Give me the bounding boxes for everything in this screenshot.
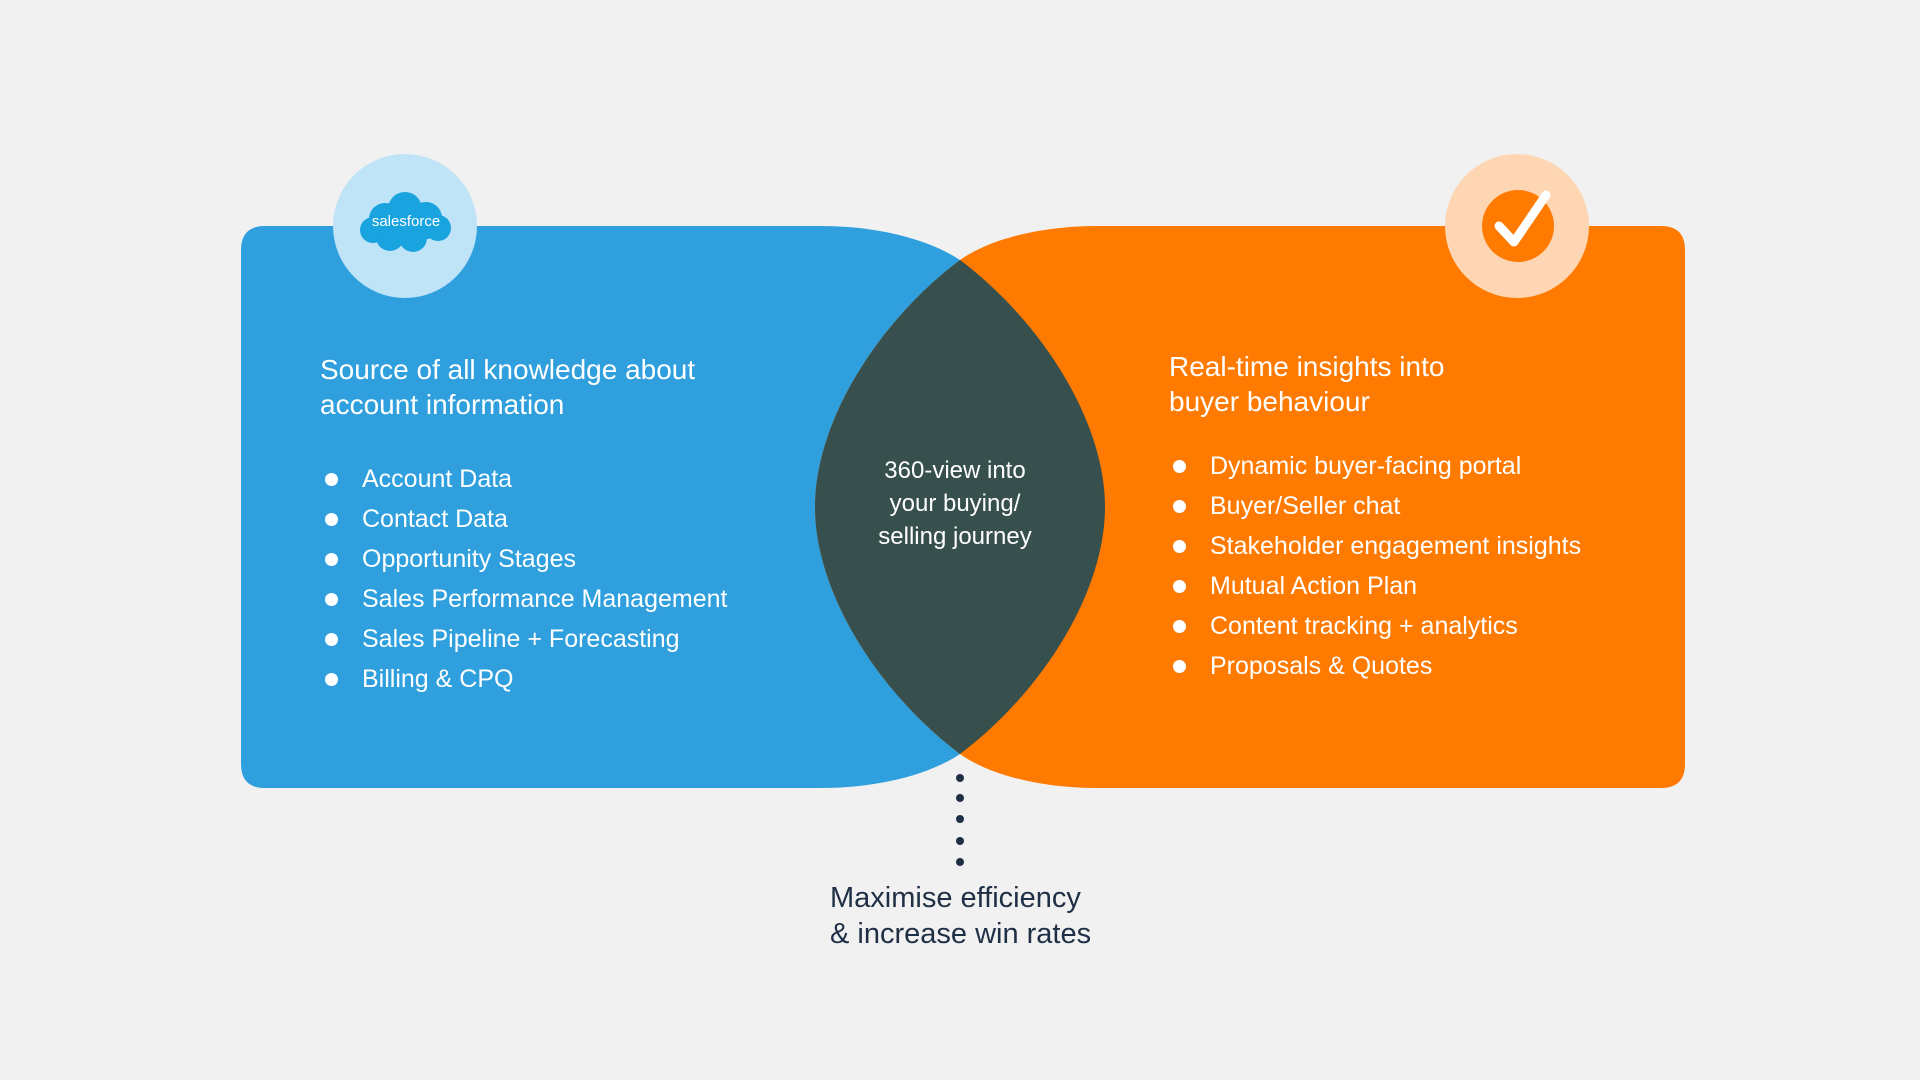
checkmark-icon: [1494, 190, 1551, 247]
checkmark-logo-badge: [1445, 154, 1589, 298]
salesforce-logo-badge: [333, 154, 477, 298]
overlap-lens: [815, 260, 1105, 754]
dotted-connector: [956, 774, 964, 866]
salesforce-cloud-icon: [360, 192, 451, 252]
